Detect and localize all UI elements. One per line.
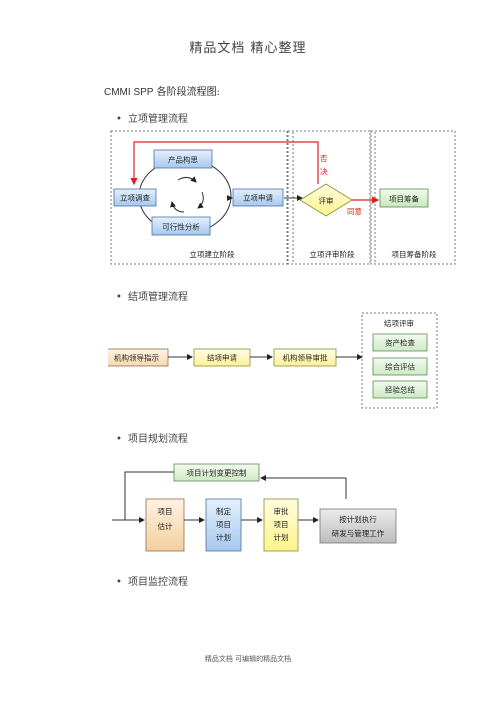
node-closure-apply: 结项申请 [193,348,251,367]
cycle-arrow-icon [170,201,185,213]
node-apply-label: 立项申请 [243,193,273,203]
node-prepare-label: 项目筹备 [389,194,419,204]
node-approve-plan: 审批 项目 计划 [263,498,299,552]
page-footer: 精品文档 可编辑的精品文档 [204,655,292,663]
bullet-label: 项目监控流程 [128,577,188,588]
node-research-label: 立项调查 [120,193,150,203]
stage-box-review [287,130,371,265]
cycle-arrow-icon [177,176,197,183]
bullet-dot-icon: • [116,292,122,303]
node-prepare: 项目筹备 [379,188,429,208]
node-make-plan: 制定 项目 计划 [205,498,242,552]
panel-item-label: 经验总结 [385,385,415,395]
bullet-dot-icon: • [116,577,122,588]
node-change-control: 项目计划变更控制 [173,463,260,482]
node-estimate-line: 项目 [158,507,173,516]
cycle-arrow-icon [197,191,204,209]
stage-label: 立项评审阶段 [310,249,355,259]
panel-item: 资产检查 [372,333,428,352]
node-feasibility: 可行性分析 [151,216,211,236]
stage-box-prepare [370,130,456,265]
closure-flow-diagram: 机构领导指示 结项申请 机构领导审批 结项评审 资产检查 综合评估 经验总结 [108,312,438,409]
panel-item: 经验总结 [372,380,428,399]
node-closure-approve-label: 机构领导审批 [283,353,328,363]
bullet-item: • 项目规划流程 [116,430,188,445]
bullet-dot-icon: • [116,114,122,125]
bullet-item: • 结项管理流程 [116,288,188,303]
node-instruct: 机构领导指示 [108,348,169,367]
node-approve-plan-line: 审批 [274,506,289,516]
node-closure-apply-label: 结项申请 [207,353,237,363]
reject-label: 否 [320,154,328,163]
bullet-label: 项目规划流程 [128,434,188,445]
bullet-dot-icon: • [116,434,122,445]
reject-label: 决 [320,166,328,176]
node-feasibility-label: 可行性分析 [162,222,200,232]
node-apply: 立项申请 [232,188,284,207]
node-execute-line: 按计划执行 [339,514,377,524]
page-header: 精品文档 精心整理 [189,41,307,56]
bullet-item: • 项目监控流程 [116,573,188,588]
node-change-control-label: 项目计划变更控制 [187,468,247,478]
node-approve-plan-line: 计划 [274,532,289,542]
reject-edge [130,141,319,186]
node-approve-plan-line: 项目 [274,520,289,529]
intro-text: 各阶段流程图: [156,87,221,98]
panel-item-label: 资产检查 [385,338,415,348]
node-review-decision: 评审 [299,183,353,217]
node-make-plan-line: 计划 [216,532,231,542]
panel-item: 综合评估 [372,357,428,376]
panel-title: 结项评审 [384,318,414,328]
loop-edge [124,471,174,520]
node-make-plan-line: 项目 [216,520,231,529]
node-estimate: 项目 估计 [145,498,185,552]
bullet-label: 结项管理流程 [128,292,188,303]
node-estimate-line: 估计 [158,521,173,531]
node-instruct-label: 机构领导指示 [114,353,159,363]
node-execute-line: 研发与管理工作 [332,528,385,538]
agree-label: 同意 [347,206,362,216]
node-product-info: 产品构思 [153,149,213,169]
intro-prefix: CMMI SPP [104,87,154,98]
node-make-plan-line: 制定 [216,506,231,516]
node-execute: 按计划执行 研发与管理工作 [319,508,397,544]
stage-label: 项目筹备阶段 [392,249,437,259]
bullet-label: 立项管理流程 [128,114,188,125]
panel-item-label: 综合评估 [385,362,415,372]
closure-review-panel [361,312,438,409]
initiation-flow-diagram: 产品构思 立项调查 可行性分析 立项申请 评审 项目筹备 否 决 同意 立项建立… [110,130,456,265]
node-research: 立项调查 [113,188,157,207]
bullet-item: • 立项管理流程 [116,110,188,125]
stage-label: 立项建立阶段 [190,249,235,259]
planning-flow-diagram: 项目计划变更控制 项目 估计 制定 项目 计划 审批 项目 计划 按计划执行 研… [112,463,397,552]
loop-edge [260,475,347,499]
intro-line: CMMI SPP 各阶段流程图: [104,83,220,98]
node-review-label: 评审 [319,196,334,206]
stage-box-setup [110,130,288,265]
node-product-info-label: 产品构思 [168,155,198,165]
node-closure-approve: 机构领导审批 [273,348,337,367]
